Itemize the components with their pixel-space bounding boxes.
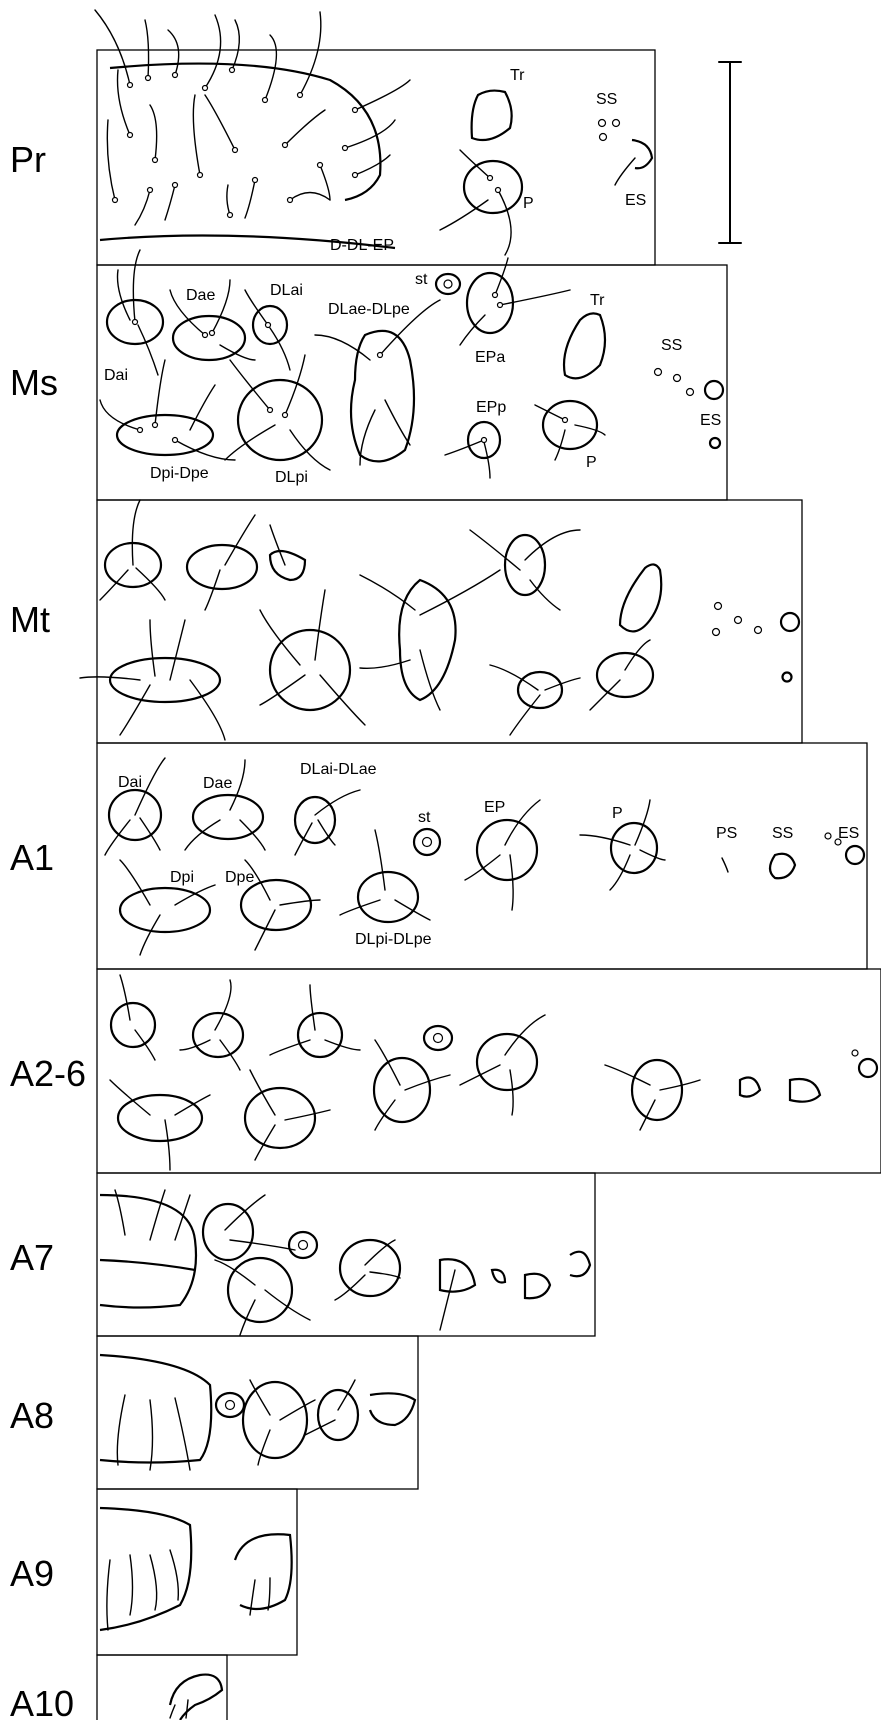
ms-label-dlpi: DLpi: [275, 469, 308, 486]
ms-label-st: st: [415, 271, 428, 288]
a1-label-dlaidlae: DLai-DLae: [300, 761, 377, 778]
segment-label-pr: Pr: [10, 139, 46, 180]
segment-label-a7: A7: [10, 1237, 54, 1278]
segment-a10: A10: [10, 1654, 228, 1720]
segment-label-a26: A2-6: [10, 1053, 86, 1094]
segment-a26: A2-6: [10, 968, 881, 1174]
a1-label-ss: SS: [772, 825, 793, 842]
segment-a1: A1 Dai Dae DLai-DLae Dpi Dpe DLpi-DLpe s…: [10, 742, 868, 970]
ms-pinaculum-epp: [466, 420, 502, 460]
ms-pinaculum-dlpi: [236, 378, 324, 462]
segment-a7: A7: [10, 1172, 596, 1337]
segment-label-mt: Mt: [10, 599, 50, 640]
ms-label-es: ES: [700, 412, 721, 429]
ms-label-dae: Dae: [186, 287, 215, 304]
ms-label-dpidpe: Dpi-Dpe: [150, 465, 209, 482]
ms-label-p: P: [586, 454, 597, 471]
ms-label-dlaedlpe: DLae-DLpe: [328, 301, 410, 318]
ms-label-dlai: DLai: [270, 282, 303, 299]
ms-label-ss: SS: [661, 337, 682, 354]
a1-label-es: ES: [838, 825, 859, 842]
ms-pinaculum-dae: [171, 314, 247, 362]
segment-a10-box: [96, 1654, 228, 1720]
pr-label-es: ES: [625, 192, 646, 209]
segment-pr-box: [96, 49, 656, 266]
pr-pinaculum-p: [462, 159, 524, 215]
ms-es-spiracle: [703, 379, 725, 401]
a1-label-ep: EP: [484, 799, 505, 816]
ms-pinaculum-epa: [465, 271, 515, 335]
ms-pinaculum-dai: [105, 298, 165, 346]
a1-label-dpi: Dpi: [170, 869, 194, 886]
segment-pr: Pr D-DL-EP Tr: [10, 9, 656, 266]
pr-spiracle: [631, 138, 654, 170]
segment-ms: Ms Dai Dae DLai Dpi-Dpe DLpi DLae-DLpe s…: [10, 249, 728, 501]
scale-bar: [718, 61, 742, 244]
pr-label-ddlep: D-DL-EP: [330, 237, 394, 254]
segment-label-a8: A8: [10, 1395, 54, 1436]
segment-mt: Mt: [10, 499, 803, 744]
ms-label-tr: Tr: [590, 292, 605, 309]
pr-sclerite-margin: [99, 234, 396, 250]
ms-spiracle: [434, 272, 462, 296]
a1-label-ps: PS: [716, 825, 737, 842]
segment-mt-box: [96, 499, 803, 744]
a1-label-dpe: Dpe: [225, 869, 254, 886]
ms-trochantin: [562, 312, 607, 380]
pr-trochantin: [470, 89, 513, 142]
pr-dorsal-sclerite: [109, 62, 382, 202]
ms-label-epp: EPp: [476, 399, 506, 416]
pr-label-tr: Tr: [510, 67, 525, 84]
a1-label-st: st: [418, 809, 431, 826]
segment-label-ms: Ms: [10, 362, 58, 403]
a1-label-dai: Dai: [118, 774, 142, 791]
segment-a9-box: [96, 1488, 298, 1656]
a1-label-p: P: [612, 805, 623, 822]
ms-label-epa: EPa: [475, 349, 505, 366]
a1-label-dae: Dae: [203, 775, 232, 792]
a1-label-dlpidlpe: DLpi-DLpe: [355, 931, 432, 948]
segment-label-a10: A10: [10, 1683, 74, 1720]
segment-a9: A9: [10, 1488, 298, 1656]
segment-label-a9: A9: [10, 1553, 54, 1594]
ms-label-dai: Dai: [104, 367, 128, 384]
segment-label-a1: A1: [10, 837, 54, 878]
ms-pinaculum-dlai: [251, 304, 289, 346]
pr-label-ss: SS: [596, 91, 617, 108]
pr-setae: [94, 9, 411, 226]
ms-pinaculum-dpidpe: [115, 413, 215, 457]
segment-a8: A8: [10, 1335, 419, 1490]
ms-pinaculum-dlaedlpe: [349, 329, 416, 463]
pr-label-p: P: [523, 195, 534, 212]
segment-a7-box: [96, 1172, 596, 1337]
ms-pinaculum-p: [541, 399, 599, 451]
